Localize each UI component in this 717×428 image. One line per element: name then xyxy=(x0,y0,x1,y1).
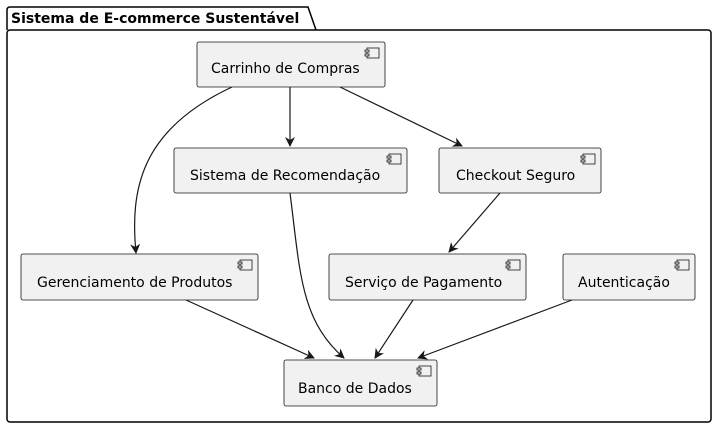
component-label: Serviço de Pagamento xyxy=(345,275,502,291)
component-icon xyxy=(416,365,432,377)
component-label: Sistema de Recomendação xyxy=(190,168,380,184)
component-checkout[interactable]: Checkout Seguro xyxy=(438,147,602,194)
component-icon xyxy=(386,153,402,165)
component-icon xyxy=(364,47,380,59)
component-label: Carrinho de Compras xyxy=(211,61,360,77)
component-banco[interactable]: Banco de Dados xyxy=(283,359,438,407)
relations xyxy=(130,86,573,360)
arrow-recomendacao-banco xyxy=(289,192,345,359)
component-label: Autenticação xyxy=(578,275,670,291)
component-icon xyxy=(237,259,253,271)
arrow-produtos-banco xyxy=(185,299,315,359)
arrow-carrinho-checkout xyxy=(339,86,463,147)
component-icon xyxy=(580,153,596,165)
component-autenticacao[interactable]: Autenticação xyxy=(562,253,696,301)
component-label: Gerenciamento de Produtos xyxy=(37,275,232,291)
component-recomendacao[interactable]: Sistema de Recomendação xyxy=(173,147,408,194)
package-frame: Sistema de E-commerce Sustentável xyxy=(6,6,712,423)
component-icon xyxy=(505,259,521,271)
package-title: Sistema de E-commerce Sustentável xyxy=(11,11,299,27)
component-label: Checkout Seguro xyxy=(456,168,575,184)
component-icon xyxy=(674,259,690,271)
arrow-checkout-pagamento xyxy=(448,192,501,253)
arrow-carrinho-produtos xyxy=(130,86,233,254)
arrow-pagamento-banco xyxy=(374,299,414,359)
arrow-autenticacao-banco xyxy=(417,299,573,360)
component-carrinho[interactable]: Carrinho de Compras xyxy=(196,41,386,88)
component-label: Banco de Dados xyxy=(298,381,412,397)
component-produtos[interactable]: Gerenciamento de Produtos xyxy=(20,253,259,301)
component-pagamento[interactable]: Serviço de Pagamento xyxy=(328,253,527,301)
